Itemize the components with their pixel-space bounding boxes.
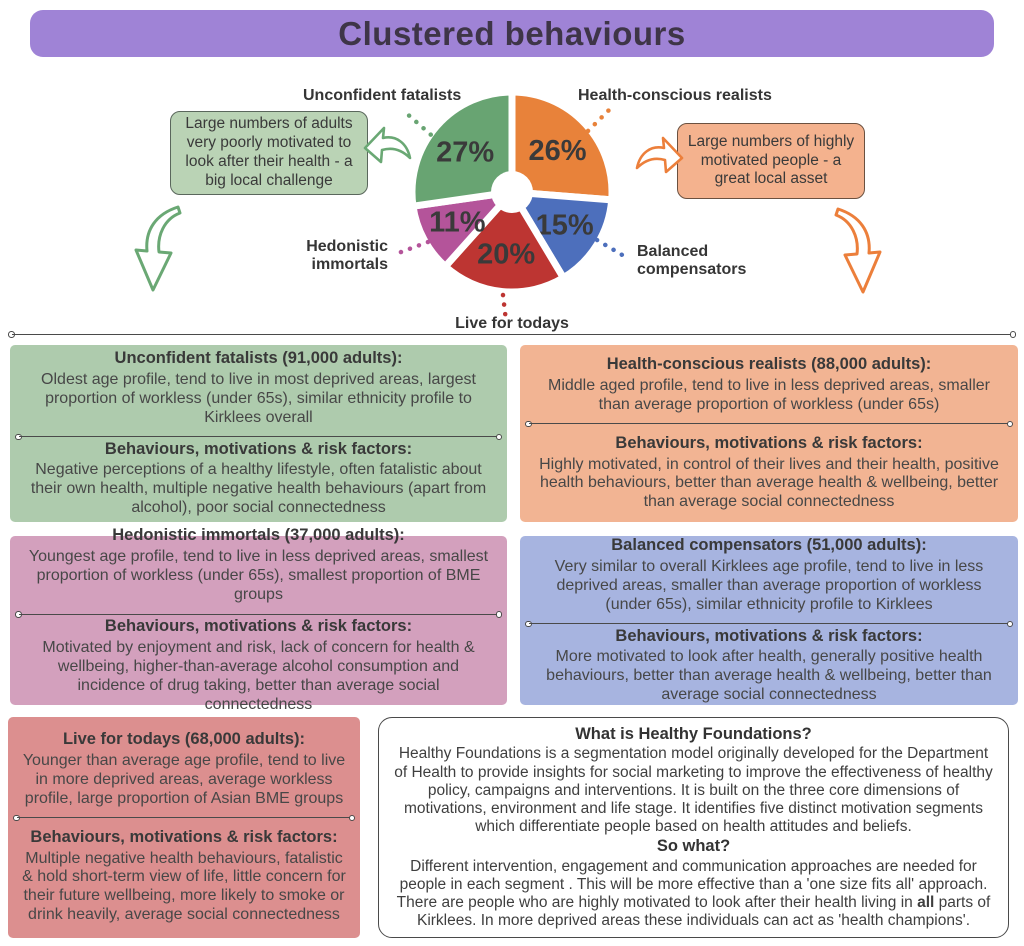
pie-leader-health-conscious-realists (585, 103, 616, 134)
pie-donut-hole (491, 171, 533, 213)
segment-box-balanced-compensators: Balanced compensators (51,000 adults): V… (520, 536, 1018, 705)
pie-percent-unconfident-fatalists: 27% (436, 136, 494, 168)
segment-behaviours-title: Behaviours, motivations & risk factors: (104, 439, 413, 458)
segment-behaviours: Multiple negative health behaviours, fat… (22, 849, 346, 924)
info-box-body: Healthy Foundations is a segmentation mo… (394, 745, 993, 835)
arrow-right-icon (635, 136, 684, 174)
pie-segment-balanced-compensators (505, 187, 616, 283)
segment-profile: Younger than average age profile, tend t… (22, 751, 346, 807)
pie-label-hedonistic-immortals: Hedonistic immortals (306, 238, 388, 274)
pie-leader-unconfident-fatalists (402, 109, 441, 144)
page-title: Clustered behaviours (338, 14, 686, 52)
segment-profile: Youngest age profile, tend to live in le… (28, 548, 489, 604)
arrow-down-left-icon (134, 205, 182, 292)
segment-title: Unconfident fatalists (91,000 adults): (114, 348, 403, 367)
arrow-down-right-icon (834, 207, 882, 294)
segment-title: Balanced compensators (51,000 adults): (611, 535, 927, 554)
segment-behaviours-title: Behaviours, motivations & risk factors: (615, 433, 923, 452)
section-divider (8, 331, 1016, 338)
segment-behaviours-title: Behaviours, motivations & risk factors: (615, 626, 923, 645)
pie-label-unconfident-fatalists: Unconfident fatalists (303, 87, 462, 104)
segment-box-live-for-todays: Live for todays (68,000 adults): Younger… (8, 717, 360, 938)
segment-behaviours: Negative perceptions of a healthy lifest… (30, 461, 487, 517)
segment-divider (525, 420, 1013, 428)
segment-title: Hedonistic immortals (37,000 adults): (112, 526, 405, 545)
pie-segment-health-conscious-realists (508, 88, 616, 204)
pie-label-live-for-todays: Live for todays (455, 315, 569, 332)
callout-right-text: Large numbers of highly motivated people… (687, 132, 855, 188)
pie-leader-balanced-compensators (594, 237, 632, 262)
segment-behaviours: More motivated to look after health, gen… (546, 648, 992, 704)
info-box-so-what-body: Different intervention, engagement and c… (396, 857, 991, 930)
segment-divider (13, 814, 355, 822)
segment-behaviours-title: Behaviours, motivations & risk factors: (30, 827, 338, 846)
pie-label-health-conscious-realists: Health-conscious realists (578, 87, 772, 104)
arrow-left-icon (363, 126, 412, 164)
pie-segment-live-for-todays (440, 186, 569, 296)
pie-percent-live-for-todays: 20% (477, 239, 535, 271)
info-box-so-what-title: So what? (656, 837, 731, 856)
pie-leader-hedonistic-immortals (390, 239, 431, 258)
pie-label-balanced-compensators: Balanced compensators (637, 243, 747, 279)
segment-profile: Middle aged profile, tend to live in les… (547, 376, 990, 413)
pie-percent-hedonistic-immortals: 11% (429, 206, 486, 238)
info-box-healthy-foundations: What is Healthy Foundations? Healthy Fou… (378, 717, 1009, 938)
callout-health-conscious-realists: Large numbers of highly motivated people… (677, 123, 865, 199)
segment-title: Health-conscious realists (88,000 adults… (606, 354, 932, 373)
segment-behaviours-title: Behaviours, motivations & risk factors: (104, 617, 413, 636)
segment-box-hedonistic-immortals: Hedonistic immortals (37,000 adults): Yo… (10, 526, 507, 713)
segment-box-health-conscious-realists: Health-conscious realists (88,000 adults… (520, 345, 1018, 522)
pie-chart: 26% 15%20%11% 27% (390, 88, 632, 324)
pie-percent-balanced-compensators: 15% (536, 210, 594, 242)
page-title-banner: Clustered behaviours (30, 10, 994, 57)
info-box-title: What is Healthy Foundations? (575, 724, 812, 743)
pie-percent-health-conscious-realists: 26% (528, 135, 586, 167)
segment-behaviours: Highly motivated, in control of their li… (539, 455, 999, 511)
segment-box-unconfident-fatalists: Unconfident fatalists (91,000 adults): O… (10, 345, 507, 522)
callout-unconfident-fatalists: Large numbers of adults very poorly moti… (170, 111, 368, 195)
segment-profile: Very similar to overall Kirklees age pro… (554, 557, 984, 613)
segment-behaviours: Motivated by enjoyment and risk, lack of… (42, 639, 475, 713)
segment-title: Live for todays (68,000 adults): (62, 729, 306, 748)
callout-left-text: Large numbers of adults very poorly moti… (185, 115, 353, 189)
segment-profile: Oldest age profile, tend to live in most… (41, 370, 476, 426)
pie-segment-unconfident-fatalists (408, 88, 516, 211)
